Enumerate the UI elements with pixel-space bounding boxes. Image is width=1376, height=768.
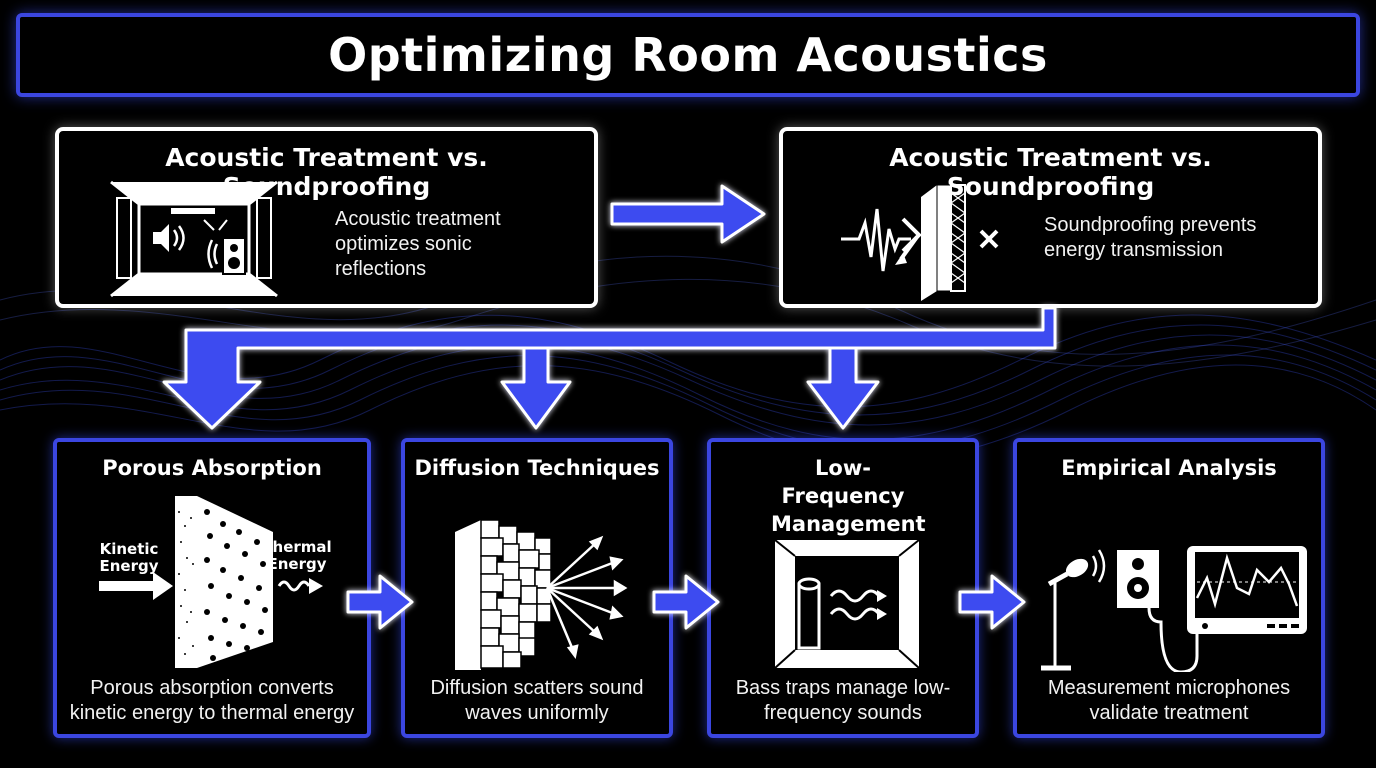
analyzer-screen-icon	[1187, 546, 1307, 634]
speaker-icon	[1117, 550, 1159, 608]
porous-absorption-description: Porous absorption converts kinetic energ…	[69, 677, 355, 724]
empirical-analysis-description: Measurement microphones validate treatme…	[1047, 677, 1291, 724]
bass-trap-icon	[774, 539, 920, 669]
diffusion-techniques-card: Diffusion Techniques Diffusion scatters …	[401, 438, 673, 738]
porous-panel-icon	[99, 496, 323, 668]
microphone-icon	[1041, 549, 1106, 671]
kinetic-energy-label: Kinetic Energy	[99, 540, 159, 575]
acoustic-treatment-heading: Acoustic Treatment vs. Soundproofing	[165, 143, 488, 201]
empirical-analysis-heading: Empirical Analysis	[1061, 456, 1277, 480]
soundproofing-description: Soundproofing prevents energy transmissi…	[1044, 214, 1257, 261]
acoustic-treatment-description: Acoustic treatment optimizes sonic refle…	[335, 208, 501, 280]
low-frequency-card: Low-Frequency Management Bass traps mana…	[707, 438, 979, 738]
room-speaker-icon	[110, 180, 278, 298]
measurement-setup-icon	[1041, 546, 1307, 672]
soundproofing-heading: Acoustic Treatment vs. Soundproofing	[889, 143, 1212, 201]
diffusion-techniques-description: Diffusion scatters sound waves uniformly	[430, 677, 644, 724]
low-frequency-description: Bass traps manage low-frequency sounds	[735, 677, 951, 724]
diffusion-techniques-heading: Diffusion Techniques	[414, 456, 660, 480]
empirical-analysis-card: Empirical Analysis Measurement microphon…	[1013, 438, 1325, 738]
low-frequency-heading: Low-Frequency Management	[771, 456, 926, 536]
thermal-energy-label: Thermal Energy	[262, 538, 332, 573]
porous-absorption-heading: Porous Absorption	[102, 456, 322, 480]
diffuser-icon	[455, 519, 628, 670]
acoustic-treatment-card: Acoustic Treatment vs. Soundproofing Aco…	[55, 127, 598, 308]
porous-absorption-card: Porous Absorption Kinetic Energy Thermal…	[53, 438, 371, 738]
title-banner: Optimizing Room Acoustics	[16, 13, 1360, 97]
soundproofing-card: Acoustic Treatment vs. Soundproofing Sou…	[779, 127, 1322, 308]
wall-block-icon	[841, 184, 999, 301]
page-title: Optimizing Room Acoustics	[328, 28, 1048, 82]
